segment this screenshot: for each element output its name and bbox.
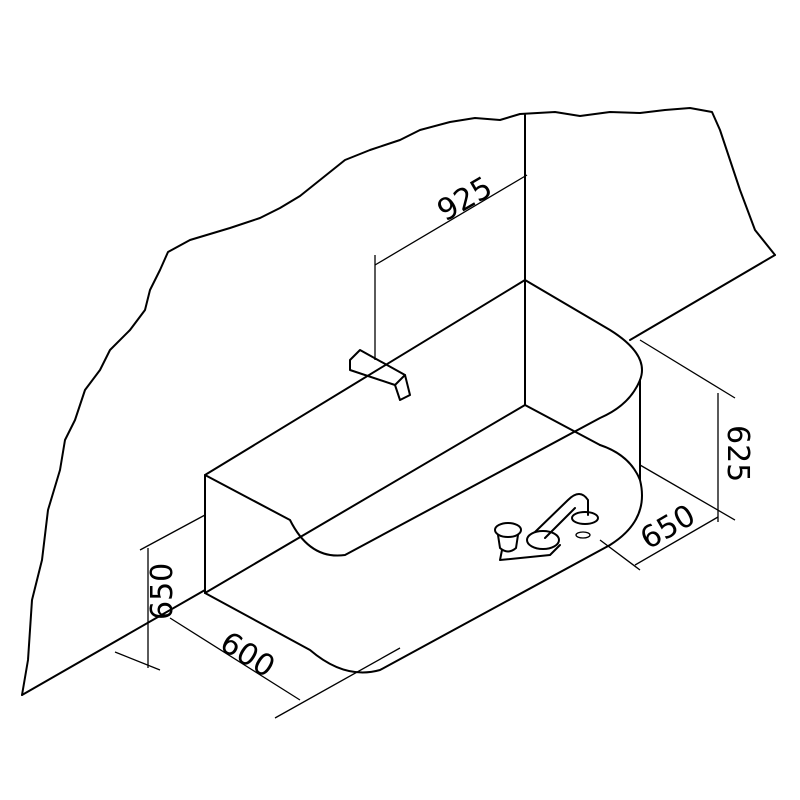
dimension-650-right-line	[634, 516, 719, 566]
bathtub	[204, 279, 643, 674]
dimension-925-label: 925	[432, 170, 499, 229]
dimension-600-label: 600	[214, 625, 281, 685]
dimension-625-extension-top	[639, 339, 736, 399]
dimension-600: 600	[169, 617, 401, 719]
dimension-650-left: 650	[114, 514, 206, 671]
dimension-650-left-extension	[139, 514, 206, 551]
dimension-650-right-label: 650	[635, 498, 702, 557]
tub-hidden-edge-right	[524, 404, 601, 446]
dimension-600-extension	[274, 647, 401, 719]
dimension-650-right-extension	[599, 539, 641, 571]
dimension-625: 625	[639, 339, 755, 522]
tub-hidden-edge-left	[204, 404, 526, 594]
dimension-625-label: 625	[720, 425, 755, 482]
dimension-925: 925	[374, 170, 528, 360]
dimension-625-extension-bottom	[639, 464, 736, 521]
wall-outline	[21, 107, 776, 696]
wall-floor-left	[21, 589, 206, 696]
dimension-600-line	[169, 617, 301, 701]
tub-rim	[204, 279, 643, 557]
wall-floor-right	[629, 254, 776, 341]
tub-base	[204, 444, 643, 674]
dimension-650-right: 650	[599, 498, 719, 571]
mixer-faucet-icon	[494, 493, 599, 561]
dimension-925-line	[374, 174, 528, 266]
dimension-650-left-label: 650	[145, 563, 180, 620]
dimension-650-left-tick	[114, 651, 161, 671]
wall-spout-icon	[349, 349, 411, 401]
